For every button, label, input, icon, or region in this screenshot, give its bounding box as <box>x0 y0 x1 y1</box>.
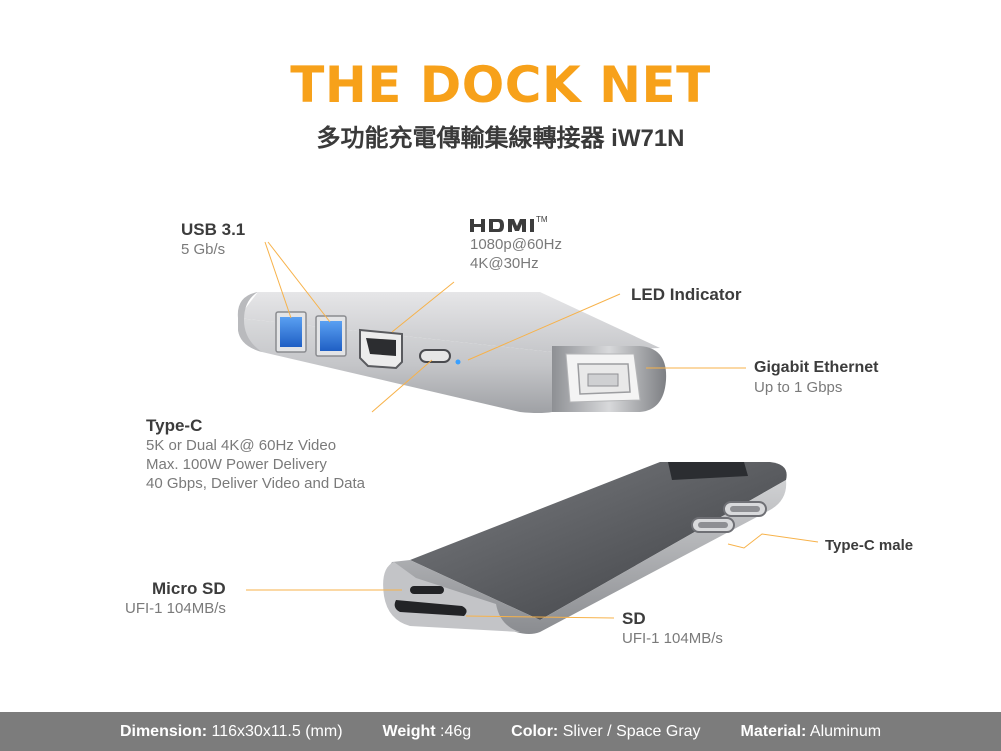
hdmi-logo: TM <box>470 213 562 235</box>
page-title: THE DOCK NET <box>290 56 711 114</box>
typec-line-2: Max. 100W Power Delivery <box>146 456 327 473</box>
typec-male-callout: Type-C male <box>825 535 913 556</box>
ethernet-heading: Gigabit Ethernet <box>754 359 879 376</box>
microsd-callout: Micro SD UFI-1 104MB/s <box>125 578 226 618</box>
svg-text:TM: TM <box>536 215 548 224</box>
usb-port-1 <box>275 311 307 353</box>
ethernet-callout: Gigabit Ethernet Up to 1 Gbps <box>754 357 878 397</box>
usb-speed: 5 Gb/s <box>181 241 226 258</box>
sd-speed: UFI-1 104MB/s <box>622 630 723 647</box>
typec-line-3: 40 Gbps, Deliver Video and Data <box>146 475 366 492</box>
hdmi-res-1: 1080p@60Hz <box>470 236 562 253</box>
usb-callout: USB 3.1 5 Gb/s <box>181 219 245 259</box>
spec-bar: Dimension: 116x30x11.5 (mm) Weight :46g … <box>0 712 1001 751</box>
microsd-speed: UFI-1 104MB/s <box>125 600 226 617</box>
sd-slot <box>394 600 467 616</box>
led-heading: LED Indicator <box>631 285 742 304</box>
hdmi-callout: TM 1080p@60Hz 4K@30Hz <box>470 213 562 273</box>
ethernet-speed: Up to 1 Gbps <box>754 379 843 396</box>
spec-color: Color: Sliver / Space Gray <box>511 722 701 740</box>
microsd-heading: Micro SD <box>152 579 226 598</box>
dock-top-view <box>237 292 667 413</box>
dock-bottom-view <box>383 462 787 634</box>
typec-callout: Type-C 5K or Dual 4K@ 60Hz Video Max. 10… <box>146 415 365 493</box>
led-callout: LED Indicator <box>631 284 742 305</box>
typec-heading: Type-C <box>146 416 203 435</box>
sd-callout: SD UFI-1 104MB/s <box>622 608 723 648</box>
typec-port <box>419 349 451 363</box>
typec-line-1: 5K or Dual 4K@ 60Hz Video <box>146 437 337 454</box>
typec-male-heading: Type-C male <box>825 537 914 554</box>
usb-port-2 <box>315 315 347 357</box>
page-subtitle: 多功能充電傳輸集線轉接器 iW71N <box>316 125 685 152</box>
spec-weight: Weight :46g <box>382 722 472 740</box>
sd-heading: SD <box>622 609 646 628</box>
microsd-slot <box>410 586 444 594</box>
hdmi-res-2: 4K@30Hz <box>470 255 539 272</box>
spec-material: Material: Aluminum <box>740 722 882 740</box>
spec-dimension: Dimension: 116x30x11.5 (mm) <box>119 722 343 740</box>
callout-lines <box>246 241 819 619</box>
usb-heading: USB 3.1 <box>181 220 246 239</box>
typec-male-plugs <box>691 501 767 533</box>
led-light <box>455 359 461 365</box>
hdmi-port <box>359 328 403 370</box>
